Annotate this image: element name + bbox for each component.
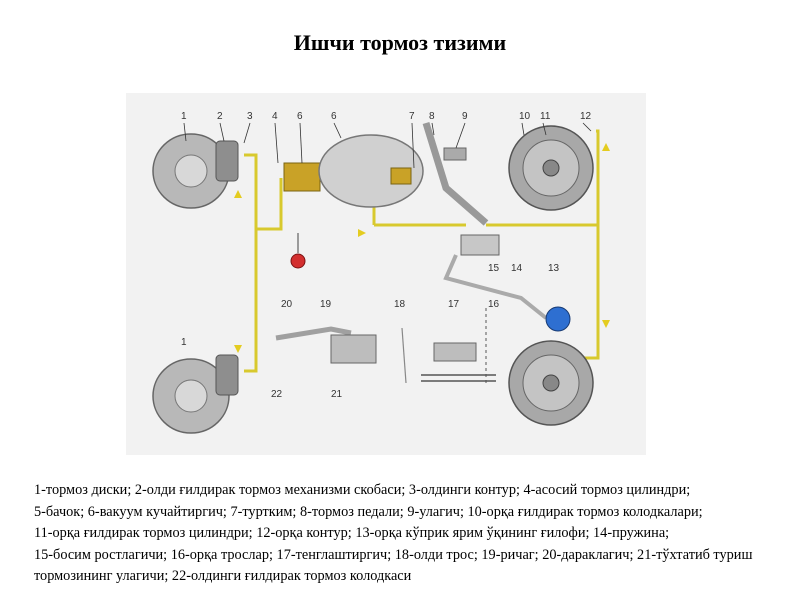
brake-pedal <box>422 121 489 226</box>
label-21: 21 <box>331 389 343 400</box>
label-11: 11 <box>540 111 551 122</box>
rear-drum-brake-top <box>508 125 594 211</box>
label-16: 16 <box>488 299 500 310</box>
pressure-regulator <box>443 234 571 332</box>
arrow-down-icon <box>234 345 242 353</box>
regulator-body <box>460 234 500 256</box>
reservoir <box>283 162 321 192</box>
front-disc-brake-bottom <box>152 354 239 434</box>
legend-line: 11-орқа ғилдирак тормоз цилиндри; 12-орқ… <box>34 525 670 541</box>
drum-hub <box>542 159 560 177</box>
label-15: 15 <box>488 263 500 274</box>
warning-indicator <box>290 233 306 269</box>
flow-arrows <box>234 143 610 353</box>
legend-line: 5-бачок; 6-вакуум кучайтиргич; 7-туртким… <box>34 503 703 520</box>
label-12: 12 <box>580 111 592 122</box>
master-cylinder-booster <box>283 134 424 208</box>
arrow-up-icon <box>602 143 610 151</box>
brake-caliper <box>215 354 239 396</box>
label-18: 18 <box>394 299 406 310</box>
label-19: 19 <box>320 299 332 310</box>
lever-arm <box>275 326 352 341</box>
label-2: 2 <box>217 111 223 122</box>
label-1-bottom: 1 <box>181 337 187 348</box>
label-6: 6 <box>331 111 337 122</box>
label-20: 20 <box>281 299 293 310</box>
label-3: 3 <box>247 111 253 122</box>
rear-circuit-line-top <box>486 129 600 227</box>
equalizer <box>433 342 477 362</box>
drum-hub <box>542 374 560 392</box>
cables-equalizer <box>401 308 496 384</box>
front-circuit-line-lower <box>244 229 258 373</box>
pedal-arm <box>422 121 489 226</box>
label-22: 22 <box>271 389 283 400</box>
label-13: 13 <box>548 263 560 274</box>
figure-caption-legend: 1-тормоз диски; 2-олди ғилдирак тормоз м… <box>34 480 774 588</box>
legend-line: 1-тормоз диски; 2-олди ғилдирак тормоз м… <box>34 482 691 498</box>
brake-system-diagram: 1 2 3 4 6 6 7 8 9 10 11 12 13 14 15 16 1… <box>126 93 646 455</box>
rear-drum-brake-bottom <box>508 340 594 426</box>
page-title: Ишчи тормоз тизими <box>293 30 507 55</box>
label-8: 8 <box>429 111 435 122</box>
arrow-right-icon <box>358 229 366 237</box>
label-4: 4 <box>272 111 278 122</box>
label-10: 10 <box>519 111 531 122</box>
disc-hub <box>174 379 208 413</box>
label-7: 7 <box>409 111 415 122</box>
pedal-bracket <box>443 147 467 161</box>
label-5: 6 <box>297 111 303 122</box>
warning-lamp-icon <box>290 253 306 269</box>
part-number-labels: 1 2 3 4 6 6 7 8 9 10 11 12 13 14 15 16 1… <box>181 111 592 400</box>
brake-caliper <box>215 140 239 182</box>
label-14: 14 <box>511 263 523 274</box>
leader-lines <box>183 122 592 169</box>
regulator-spring <box>443 254 548 320</box>
legend-line: 15-босим ростлагичи; 16-орқа трослар; 17… <box>34 546 753 585</box>
label-9: 9 <box>462 111 468 122</box>
arrow-down-icon <box>602 320 610 328</box>
vacuum-booster <box>318 134 424 208</box>
axle-housing-icon <box>545 306 571 332</box>
disc-hub <box>174 154 208 188</box>
label-17: 17 <box>448 299 460 310</box>
pushrod-boot <box>390 167 412 185</box>
label-1: 1 <box>181 111 187 122</box>
parking-brake-lever <box>275 326 377 364</box>
front-disc-brake-top <box>152 133 239 209</box>
lever-mount <box>330 334 377 364</box>
arrow-up-icon <box>234 190 242 198</box>
